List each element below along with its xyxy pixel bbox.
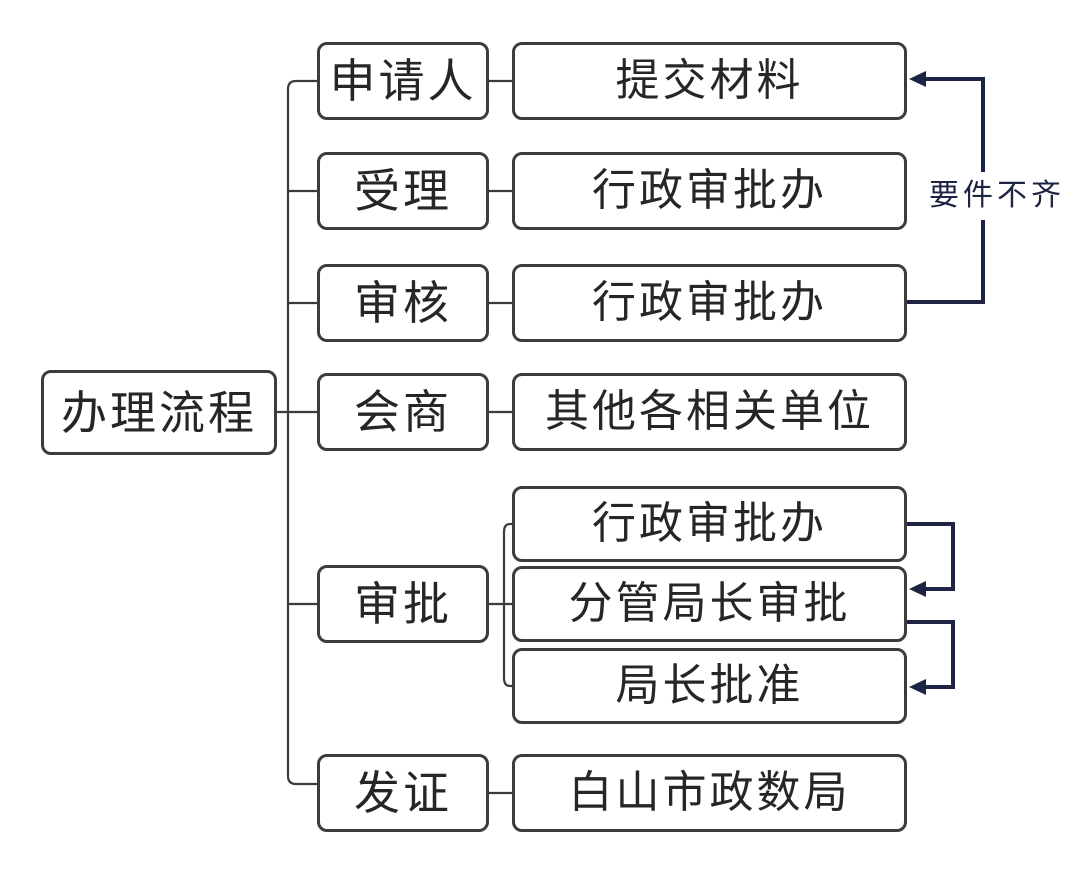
stage-applicant: 申请人 xyxy=(317,42,489,120)
node-process-root: 办理流程 xyxy=(41,370,277,455)
arrow-sub1-head xyxy=(909,581,926,597)
arrow-sub1-line xyxy=(907,522,955,591)
stage-issuance: 发证 xyxy=(317,754,489,832)
stage-acceptance: 受理 xyxy=(317,152,489,230)
arrow-feedback-head xyxy=(909,71,926,87)
connector-stage5-subtrunk xyxy=(502,522,512,688)
detail-submit-materials: 提交材料 xyxy=(512,42,907,120)
arrow-sub2-head xyxy=(909,679,926,695)
stage-review: 审核 xyxy=(317,264,489,342)
detail-deputy-director-approval: 分管局长审批 xyxy=(512,566,907,642)
arrow-sub2-line xyxy=(907,620,955,689)
detail-director-approval: 局长批准 xyxy=(512,648,907,724)
detail-baishan-gov-data-bureau: 白山市政数局 xyxy=(512,754,907,832)
detail-admin-approval-office-2: 行政审批办 xyxy=(512,264,907,342)
feedback-label: 要件不齐 xyxy=(924,172,1070,220)
stage-approval: 审批 xyxy=(317,565,489,643)
connector-trunk xyxy=(286,79,317,786)
stage-consultation: 会商 xyxy=(317,373,489,451)
detail-admin-approval-office-1: 行政审批办 xyxy=(512,152,907,230)
detail-other-related-units: 其他各相关单位 xyxy=(512,373,907,451)
detail-admin-approval-office-3: 行政审批办 xyxy=(512,486,907,562)
